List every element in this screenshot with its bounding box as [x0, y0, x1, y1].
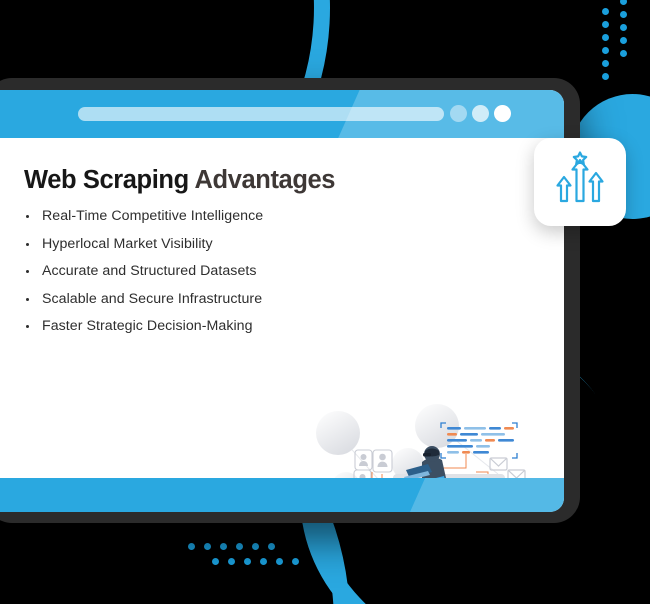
- decorative-dot: [236, 543, 243, 550]
- decorative-dot: [620, 11, 627, 18]
- window-dot-1[interactable]: [450, 105, 467, 122]
- decorative-dot: [602, 60, 609, 67]
- decorative-dot: [220, 543, 227, 550]
- browser-window-screen: Web Scraping Advantages Real-Time Compet…: [0, 90, 564, 512]
- page-title-primary: Web Scraping: [24, 166, 189, 194]
- decorative-dot: [620, 24, 627, 31]
- decorative-dots-bottom-a: [188, 543, 275, 550]
- decorative-dot: [602, 73, 609, 80]
- page-title: Web Scraping Advantages: [24, 166, 335, 195]
- browser-toolbar: [0, 90, 564, 138]
- decorative-dot: [620, 50, 627, 57]
- window-dot-2[interactable]: [472, 105, 489, 122]
- decorative-dots-top-right-b: [620, 0, 627, 57]
- browser-bottom-bar: [0, 478, 564, 512]
- decorative-dots-top-right-a: [602, 8, 609, 80]
- benefit-list-item: Accurate and Structured Datasets: [24, 263, 263, 279]
- decorative-dot: [602, 34, 609, 41]
- decorative-dot: [620, 0, 627, 5]
- decorative-dot: [276, 558, 283, 565]
- browser-window-mockup: Web Scraping Advantages Real-Time Compet…: [0, 78, 580, 523]
- decorative-dot: [602, 47, 609, 54]
- decorative-dot: [188, 543, 195, 550]
- decorative-dot: [260, 558, 267, 565]
- decorative-dot: [620, 37, 627, 44]
- window-dot-3[interactable]: [494, 105, 511, 122]
- page-title-secondary: Advantages: [194, 166, 336, 194]
- benefit-list-item: Real-Time Competitive Intelligence: [24, 208, 263, 224]
- decorative-dot: [252, 543, 259, 550]
- decorative-dot: [212, 558, 219, 565]
- decorative-dot: [244, 558, 251, 565]
- benefit-list-item: Scalable and Secure Infrastructure: [24, 291, 263, 307]
- growth-icon-card[interactable]: [534, 138, 626, 226]
- decorative-dot: [228, 558, 235, 565]
- decorative-dot: [204, 543, 211, 550]
- browser-content-area: Web Scraping Advantages Real-Time Compet…: [0, 138, 564, 478]
- bottom-bar-sheen-overlay: [393, 478, 564, 512]
- decorative-dot: [602, 8, 609, 15]
- decorative-dot: [292, 558, 299, 565]
- decorative-dot: [602, 21, 609, 28]
- growth-arrows-star-icon: [551, 150, 609, 214]
- benefit-list-item: Faster Strategic Decision-Making: [24, 318, 263, 334]
- data-security-breach-illustration: LOGIN PASSWORD: [316, 396, 546, 478]
- decorative-dot: [268, 543, 275, 550]
- address-bar-input[interactable]: [78, 107, 444, 121]
- decorative-dots-bottom-b: [212, 558, 299, 565]
- benefit-list-item: Hyperlocal Market Visibility: [24, 236, 263, 252]
